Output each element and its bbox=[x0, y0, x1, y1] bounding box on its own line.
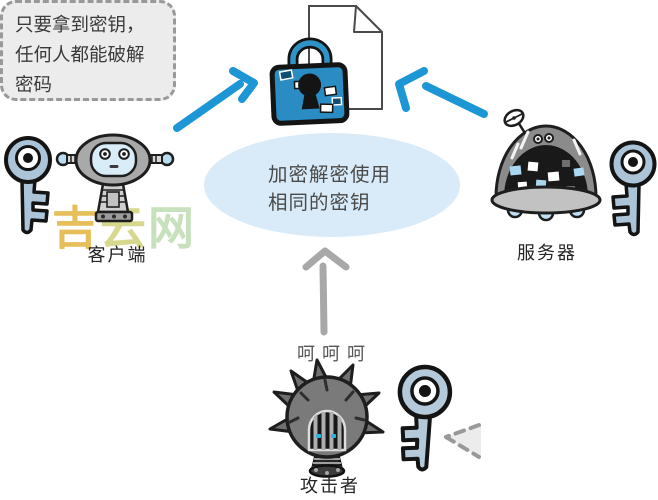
arrow-up-icon bbox=[302, 247, 350, 336]
bubble-line-2: 任何人都能破解 bbox=[15, 44, 145, 65]
speech-bubble-text: 只要拿到密钥， 任何人都能破解 密码 bbox=[15, 10, 145, 100]
lock-icon bbox=[269, 37, 350, 126]
arrow-up-left-icon bbox=[395, 67, 488, 118]
watermark-char: 网 bbox=[148, 202, 196, 254]
client-label: 客户端 bbox=[87, 245, 148, 265]
eye bbox=[331, 434, 336, 438]
eye bbox=[316, 434, 321, 438]
key-icon bbox=[4, 136, 52, 235]
attacker-label: 攻击者 bbox=[300, 476, 360, 496]
bubble-line-1: 只要拿到密钥， bbox=[15, 14, 145, 35]
locked-document bbox=[269, 5, 383, 126]
mouth bbox=[109, 165, 119, 168]
attacker-laugh-text: 呵呵呵 bbox=[297, 344, 372, 364]
client-robot-icon bbox=[55, 133, 175, 223]
arrow-up-right-icon bbox=[173, 67, 258, 132]
key-icon bbox=[397, 364, 453, 472]
attacker-robot-icon bbox=[268, 358, 385, 478]
shared-key-note: 加密解密使用 相同的密钥 bbox=[204, 133, 460, 237]
server-robot-icon bbox=[490, 108, 602, 222]
speech-bubble: 只要拿到密钥， 任何人都能破解 密码 bbox=[0, 0, 176, 101]
watermark-char: 吉 bbox=[52, 202, 100, 254]
server-label: 服务器 bbox=[517, 243, 577, 263]
note-line-1: 加密解密使用 bbox=[268, 164, 392, 186]
bubble-line-3: 密码 bbox=[15, 74, 53, 95]
key-icon bbox=[609, 140, 657, 237]
shared-key-note-text: 加密解密使用 相同的密钥 bbox=[268, 161, 391, 217]
note-line-2: 相同的密钥 bbox=[268, 192, 371, 214]
